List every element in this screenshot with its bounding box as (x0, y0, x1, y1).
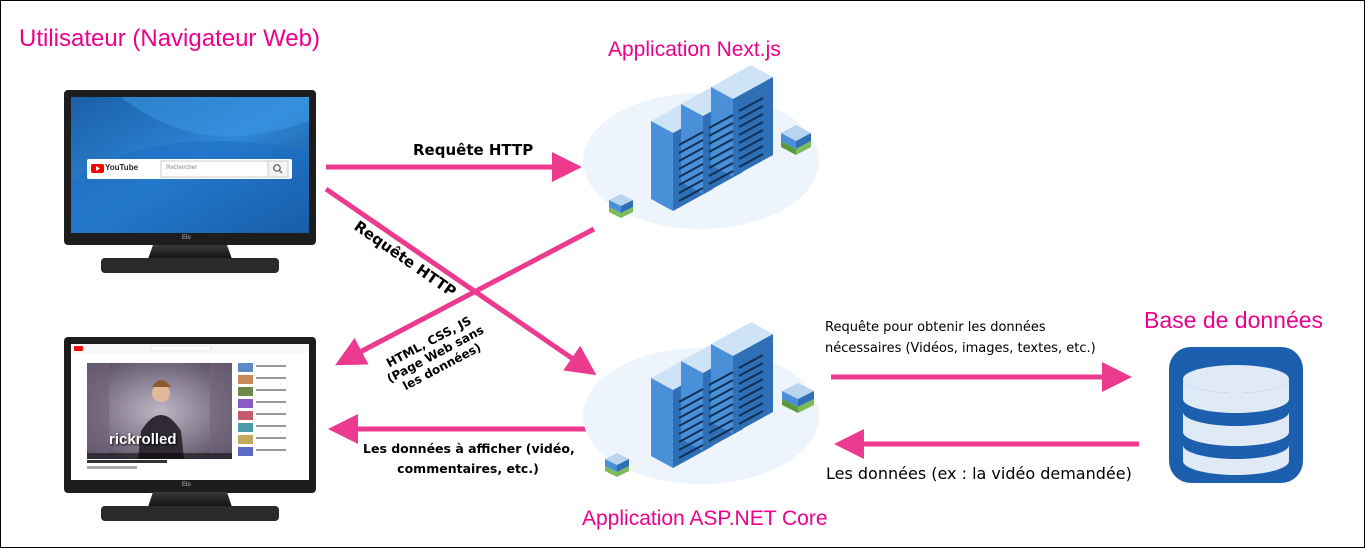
aspnet-title: Application ASP.NET Core (582, 507, 828, 530)
server-drive-bay (738, 129, 764, 144)
server-drive-bay (708, 395, 734, 410)
server-drive-bay (678, 139, 704, 154)
server-drive-bay (738, 362, 764, 377)
server-drive-bay (738, 394, 764, 409)
server-drive-bay (678, 388, 704, 403)
server-drive-bay (708, 154, 734, 169)
server-drive-bay (678, 436, 704, 451)
monitor-bottom-brand: Elo (182, 482, 191, 488)
server-drive-bay (678, 420, 704, 435)
server-drive-bay (678, 396, 704, 411)
server-drive-bay (708, 419, 734, 434)
server-drive-bay (678, 412, 704, 427)
arrow-next-to-client (335, 226, 596, 366)
server-drive-bay (738, 153, 764, 168)
data-to-client-line-1: Les données à afficher (vidéo, (363, 441, 575, 456)
server-drive-bay (678, 163, 704, 178)
db-request-label: Requête pour obtenir les données nécessa… (825, 317, 1096, 359)
video-caption: rickrolled (109, 431, 177, 448)
server-drive-bay (678, 155, 704, 170)
server-drive-bay (738, 378, 764, 393)
youtube-search-input: Rechercher (166, 165, 198, 171)
server-drive-bay (738, 113, 764, 128)
data-to-client-line-2: commentaires, etc.) (397, 461, 539, 476)
db-response-label: Les données (ex : la vidéo demandée) (826, 464, 1132, 483)
nextjs-title: Application Next.js (608, 38, 781, 61)
server-drive-bay (738, 370, 764, 385)
server-drive-bay (738, 97, 764, 112)
server-drive-bay (678, 131, 704, 146)
data-to-client-label: Les données à afficher (vidéo, commentai… (363, 439, 575, 479)
arrow-client-to-aspnet (324, 186, 597, 376)
http-request-label: Requête HTTP (413, 141, 534, 159)
user-title: Utilisateur (Navigateur Web) (19, 25, 320, 52)
youtube-logo: YouTube (105, 163, 139, 172)
server-drive-bay (708, 146, 734, 161)
server-drive-bay (708, 138, 734, 153)
server-drive-bay (738, 402, 764, 417)
server-drive-bay (708, 427, 734, 442)
server-drive-bay (738, 386, 764, 401)
server-drive-bay (678, 444, 704, 459)
database-title: Base de données (1144, 307, 1324, 333)
server-drive-bay (708, 371, 734, 386)
server-drive-bay (738, 137, 764, 152)
server-drive-bay (708, 387, 734, 402)
nextjs-mini-node-right (781, 125, 811, 155)
server-drive-bay (708, 411, 734, 426)
server-drive-bay (708, 379, 734, 394)
server-drive-bay (738, 354, 764, 369)
server-drive-bay (708, 122, 734, 137)
server-drive-bay (708, 130, 734, 145)
server-drive-bay (678, 171, 704, 186)
aspnet-mini-node-right (782, 383, 814, 413)
aspnet-mini-node-left (605, 453, 629, 477)
server-drive-bay (738, 105, 764, 120)
server-drive-bay (678, 187, 704, 202)
monitor-top-brand: Elo (182, 235, 191, 241)
server-drive-bay (708, 114, 734, 129)
nextjs-mini-node-left (609, 194, 633, 218)
server-drive-bay (678, 147, 704, 162)
server-drive-bay (708, 170, 734, 185)
server-drive-bay (738, 145, 764, 160)
server-drive-bay (738, 410, 764, 425)
server-drive-bay (738, 121, 764, 136)
server-drive-bay (678, 428, 704, 443)
server-drive-bay (678, 404, 704, 419)
db-request-line-1: Requête pour obtenir les données (825, 320, 1046, 335)
db-request-line-2: nécessaires (Vidéos, images, textes, etc… (825, 341, 1096, 356)
server-drive-bay (708, 162, 734, 177)
server-drive-bay (708, 403, 734, 418)
server-drive-bay (678, 179, 704, 194)
